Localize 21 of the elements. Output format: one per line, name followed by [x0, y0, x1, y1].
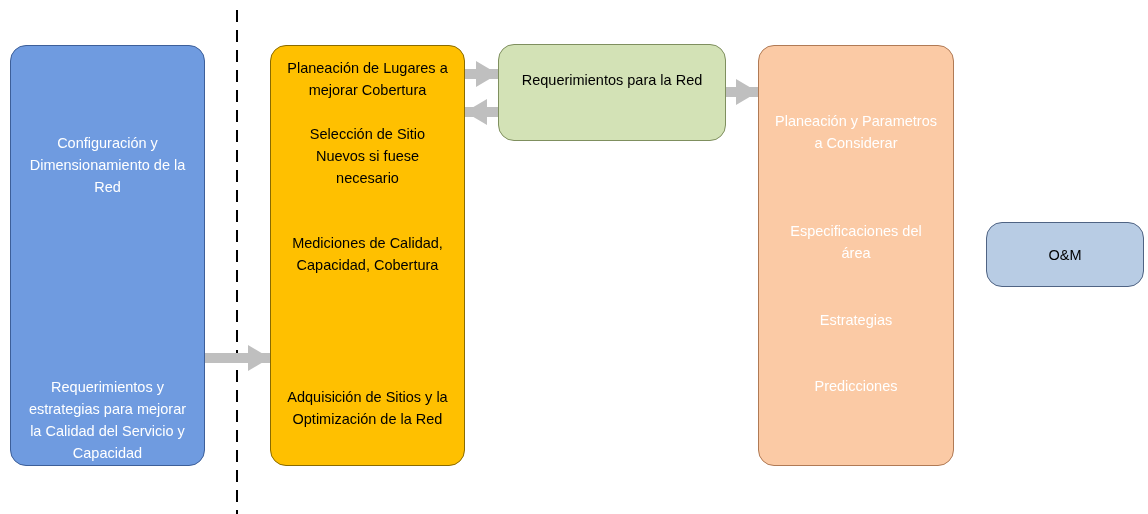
arrow	[465, 99, 498, 125]
box-text: Requerimientos y estrategias para mejorar la Calidad del Servicio y Capacidad	[27, 378, 188, 463]
box-text: Adquisición de Sitios y la Optimización de la Red	[287, 388, 448, 429]
process-box	[270, 45, 465, 466]
box-text: Planeación y Parametros a Considerar	[775, 112, 937, 153]
box-text: Configuración y Dimensionamiento de la Red	[28, 134, 187, 197]
arrow	[465, 61, 498, 87]
box-text: Requerimientos para la Red	[520, 71, 704, 90]
process-box	[758, 45, 954, 466]
arrow	[205, 345, 270, 371]
box-text: Especificaciones del área	[789, 222, 923, 263]
box-text: Predicciones	[813, 377, 899, 396]
process-box	[986, 222, 1144, 287]
process-box	[10, 45, 205, 466]
box-text: Mediciones de Calidad, Capacidad, Cobertura	[291, 234, 444, 275]
box-text: Estrategias	[818, 311, 894, 330]
box-text: Selección de Sitio Nuevos si fuese necesario	[308, 125, 427, 188]
arrow	[726, 79, 758, 105]
box-text: Planeación de Lugares a mejorar Cobertura	[287, 59, 448, 100]
process-box	[498, 44, 726, 141]
box-text: O&M	[1047, 246, 1083, 265]
